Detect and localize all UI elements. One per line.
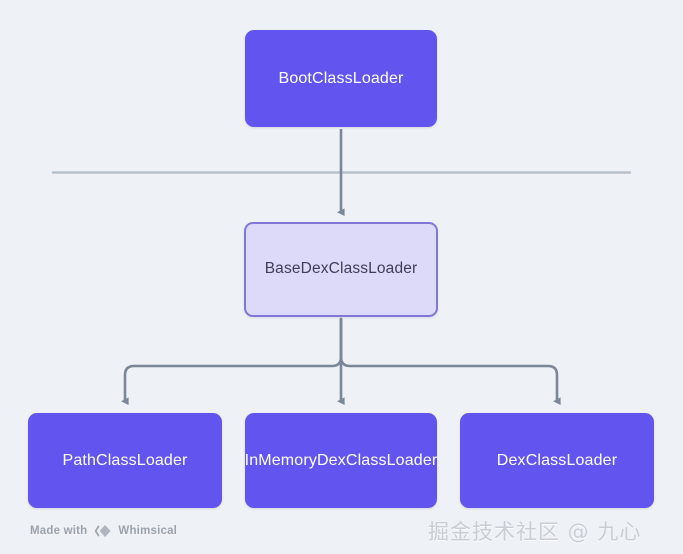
whimsical-diamond-icon [93,524,112,538]
node-label: InMemoryDexClassLoader [244,451,438,469]
node-label: PathClassLoader [62,451,188,469]
node-label: BaseDexClassLoader [264,260,418,278]
connector-basedex-to-dex [339,317,561,405]
node-dex-class-loader[interactable]: DexClassLoader [460,413,654,508]
connector-basedex-to-path [120,317,343,405]
whimsical-brand-label: Whimsical [118,525,178,537]
node-path-class-loader[interactable]: PathClassLoader [28,413,222,508]
community-watermark: 掘金技术社区 @ 九心 [428,520,642,544]
node-label: DexClassLoader [496,451,618,469]
node-boot-class-loader[interactable]: BootClassLoader [245,30,437,127]
made-with-whimsical-badge[interactable]: Made with Whimsical [30,524,177,538]
node-label: BootClassLoader [278,69,404,87]
made-with-label: Made with [30,525,88,537]
node-in-memory-dex-class-loader[interactable]: InMemoryDexClassLoader [245,413,437,508]
node-base-dex-class-loader[interactable]: BaseDexClassLoader [244,222,438,317]
